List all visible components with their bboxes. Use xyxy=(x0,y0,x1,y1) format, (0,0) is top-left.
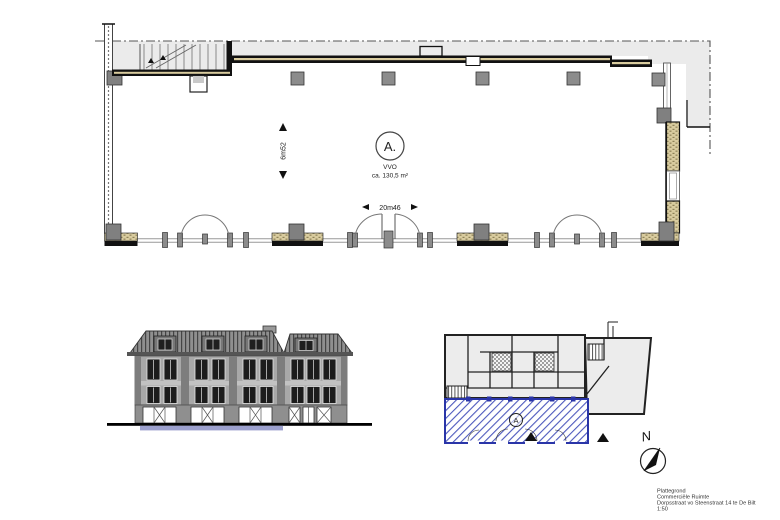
floor-plan: 6m52 A. VVO ca. 130,5 m² 20m46 xyxy=(95,23,711,249)
interior-walls xyxy=(445,335,610,399)
address-label: Dorpsstraat vo Steenstraat 14 te De Bilt xyxy=(657,501,756,507)
stair-key xyxy=(446,385,468,399)
entrance-door-1 xyxy=(177,214,233,248)
overview-unit-label: A xyxy=(513,416,518,425)
windows-row-1 xyxy=(146,358,337,381)
mullions xyxy=(162,232,617,248)
column xyxy=(475,71,490,86)
area-value-label: ca. 130,5 m² xyxy=(372,173,409,180)
dormers xyxy=(153,335,318,353)
wall-niche xyxy=(419,45,443,57)
column xyxy=(290,71,305,86)
arrow-right-icon xyxy=(411,204,418,210)
depth-dimension-label: 6m52 xyxy=(281,142,288,160)
property-line xyxy=(95,40,711,156)
right-wall-upper xyxy=(665,121,681,172)
arrow-up-icon xyxy=(279,123,287,131)
area-type-label: VVO xyxy=(383,164,397,171)
width-dimension-label: 20m46 xyxy=(379,205,401,212)
highlighted-unit: A xyxy=(444,396,589,446)
depth-dimension: 6m52 xyxy=(279,123,288,179)
windows-row-2 xyxy=(146,386,337,404)
dormer xyxy=(244,335,268,353)
right-column xyxy=(656,107,672,124)
stair-arrow-icon xyxy=(160,55,166,60)
unit-door-openings xyxy=(467,428,567,446)
pilasters xyxy=(135,356,347,405)
compass-needle xyxy=(644,448,660,471)
bathroom-pod xyxy=(534,352,555,372)
north-arrow-icon: N xyxy=(639,428,667,475)
unit-circle xyxy=(375,131,405,161)
adjacent-premises-fill xyxy=(232,41,710,127)
masonry-piers xyxy=(104,221,680,246)
roof-right xyxy=(283,333,353,354)
entrance-door-3 xyxy=(549,214,605,248)
space-name-label: Commerciële Ruimte xyxy=(657,495,709,501)
ground-line xyxy=(107,423,372,426)
storefront-openings xyxy=(142,406,332,424)
floor-band xyxy=(135,381,347,386)
staircase xyxy=(139,44,225,70)
column xyxy=(566,71,581,86)
door-swing-arc xyxy=(552,214,603,240)
columns xyxy=(290,71,666,87)
stairwell-zone xyxy=(112,41,232,73)
dormer xyxy=(294,337,318,353)
unit-column-ticks xyxy=(466,396,576,402)
stair-arrow-icon xyxy=(148,58,154,63)
cornice xyxy=(127,352,353,356)
dormer xyxy=(201,335,225,353)
shaft-duct xyxy=(193,76,204,83)
scale-label: 1:50 xyxy=(657,507,668,513)
commercial-extent-band xyxy=(140,425,283,431)
door-swing-arc xyxy=(180,214,230,240)
walls xyxy=(112,41,681,234)
arrow-down-icon xyxy=(279,171,287,179)
unit-circle-small xyxy=(509,413,523,427)
title-block: Plattegrond Commerciële Ruimte Dorpsstra… xyxy=(657,489,756,513)
front-elevation xyxy=(107,325,372,431)
arrow-left-icon xyxy=(362,204,369,210)
north-label: N xyxy=(640,428,653,445)
column xyxy=(381,71,396,86)
drawing-type-label: Plattegrond xyxy=(657,489,686,495)
stair-run-lines xyxy=(145,44,197,69)
dormer xyxy=(153,335,177,353)
entrance-marker-icon xyxy=(597,433,609,442)
unit-label: A. xyxy=(384,139,396,154)
width-dimension: 20m46 xyxy=(362,204,418,212)
storefront xyxy=(104,213,680,249)
stair-key xyxy=(587,343,605,361)
wall-notch xyxy=(465,56,481,66)
overview-plan: A xyxy=(444,321,653,446)
column xyxy=(651,72,666,87)
entrance-door-2 xyxy=(352,213,423,249)
entrance-marker-icon xyxy=(525,432,537,441)
door-swing-arc xyxy=(354,213,421,240)
compass-circle xyxy=(639,447,667,475)
vent-lines xyxy=(607,321,618,338)
bathroom-pod xyxy=(491,352,512,372)
unit-tag: A. VVO ca. 130,5 m² xyxy=(372,131,409,180)
